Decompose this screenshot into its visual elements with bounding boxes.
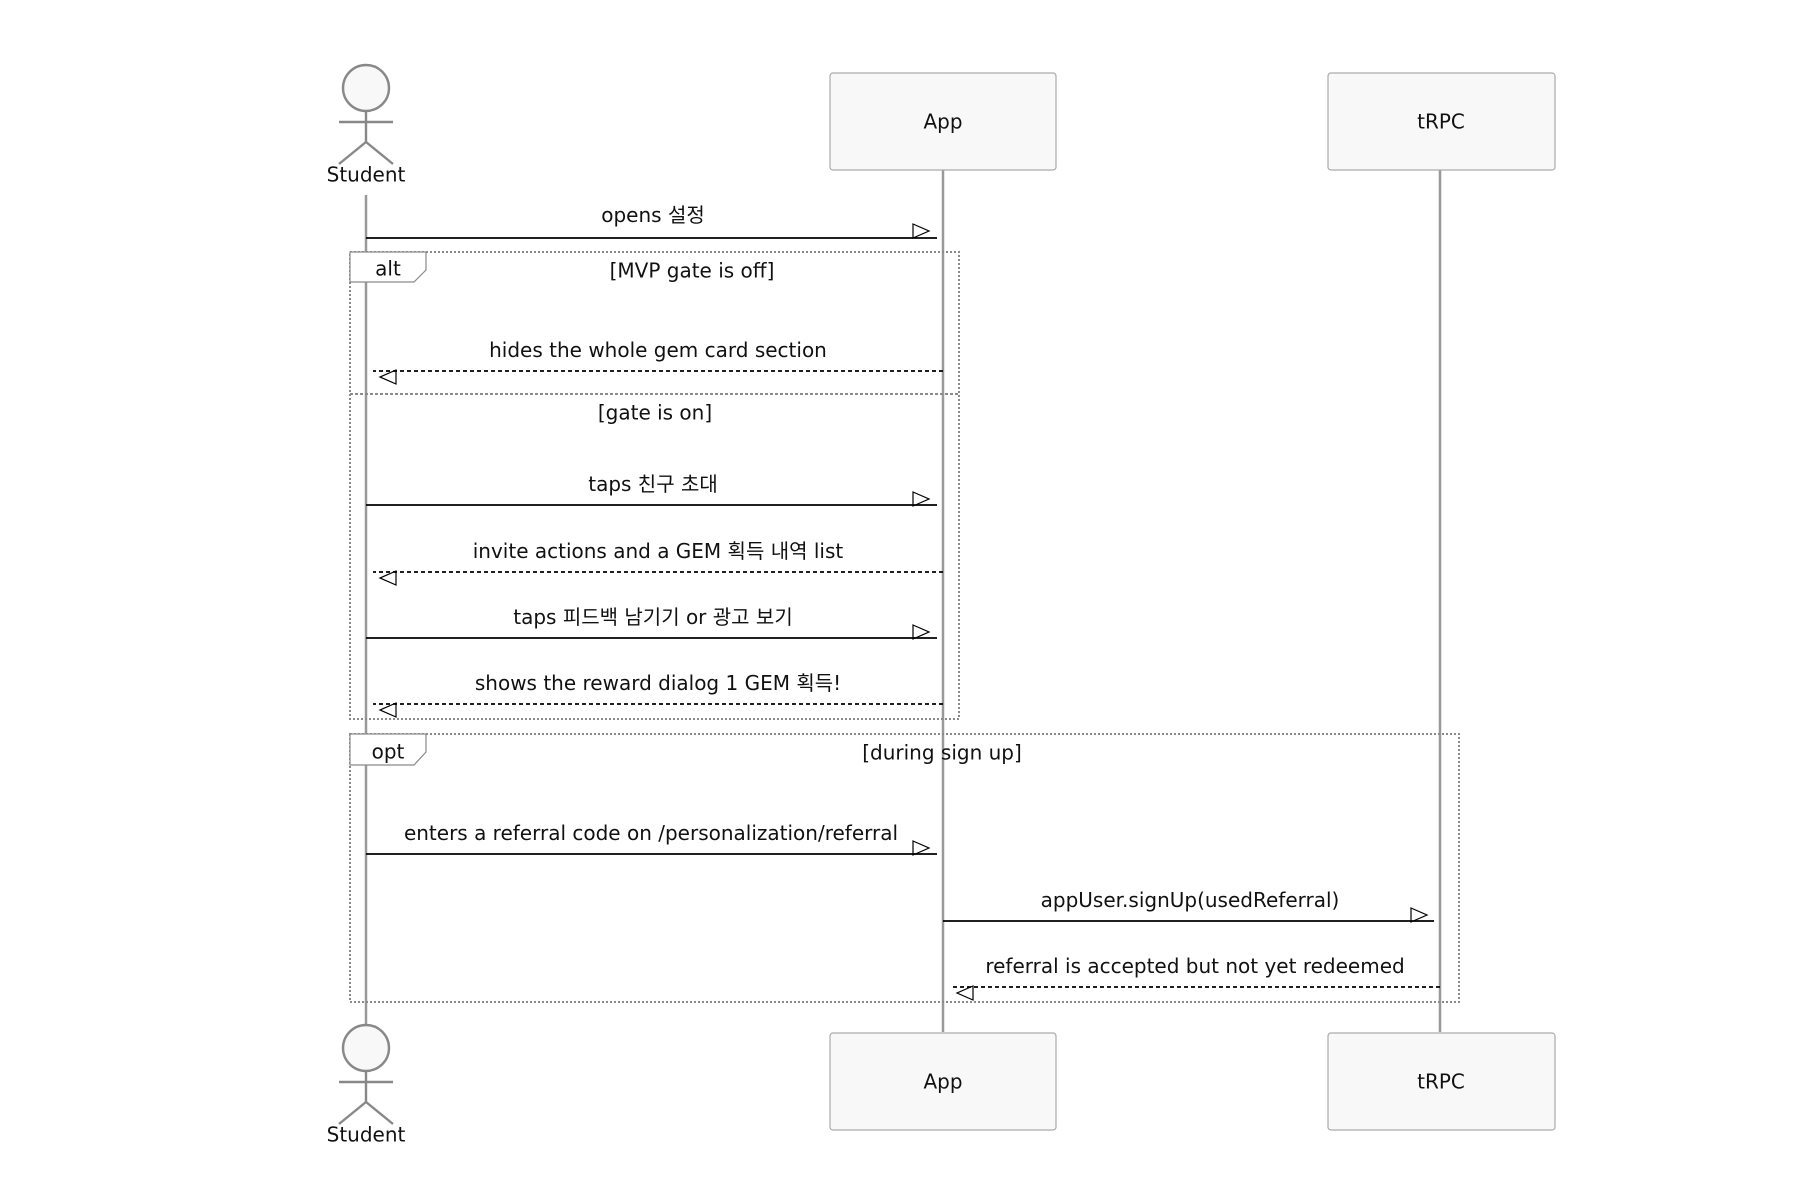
alt-condition-2: [gate is on] [598, 401, 712, 425]
participant-student-top-label: Student [327, 163, 406, 187]
participant-trpc-top-box [1327, 72, 1556, 171]
participant-trpc-bottom-box [1327, 1032, 1556, 1131]
message-label-m8: appUser.signUp(usedReferral) [1041, 888, 1340, 912]
participant-trpc-top: tRPC [1327, 72, 1556, 171]
participant-app-bottom-box [829, 1032, 1057, 1131]
message-label-m3: taps 친구 초대 [588, 472, 718, 496]
participant-app-top-box [829, 72, 1057, 171]
message-arrowhead-m3 [912, 491, 931, 507]
alt-operator-tab [349, 251, 427, 283]
participant-trpc-bottom: tRPC [1327, 1032, 1556, 1131]
participant-student-top: Student [327, 63, 406, 187]
participant-trpc-bottom-label: tRPC [1417, 1070, 1465, 1094]
message-arrowhead-m4 [378, 570, 397, 586]
participant-trpc-top-label: tRPC [1417, 110, 1465, 134]
message-label-m1: opens 설정 [601, 203, 705, 227]
participant-app-top-label: App [923, 110, 962, 134]
message-arrowhead-m5 [912, 624, 931, 640]
alt-fragment-frame [349, 251, 960, 720]
message-label-m9: referral is accepted but not yet redeeme… [985, 954, 1404, 978]
message-label-m5: taps 피드백 남기기 or 광고 보기 [513, 605, 792, 629]
student-actor-icon [338, 63, 394, 165]
opt-condition: [during sign up] [862, 741, 1022, 765]
message-label-m7: enters a referral code on /personalizati… [404, 821, 898, 845]
opt-operator-label: opt [372, 740, 405, 764]
messages: opens 설정 hides the whole gem card sectio… [366, 203, 1440, 1001]
alt-condition-1: [MVP gate is off] [610, 259, 775, 283]
alt-operator-label: alt [375, 257, 401, 281]
message-arrowhead-m9 [955, 985, 974, 1001]
participant-student-bottom: Student [327, 1023, 406, 1147]
message-arrowhead-m6 [378, 702, 397, 718]
participant-app-bottom-label: App [923, 1070, 962, 1094]
opt-operator-tab [349, 733, 427, 766]
opt-fragment-frame [349, 733, 1460, 1003]
message-label-m2: hides the whole gem card section [489, 338, 827, 362]
message-label-m4: invite actions and a GEM 획득 내역 list [473, 539, 844, 563]
message-arrowhead-m2 [378, 369, 397, 385]
participant-app-bottom: App [829, 1032, 1057, 1131]
participant-student-bottom-label: Student [327, 1123, 406, 1147]
participant-app-top: App [829, 72, 1057, 171]
student-actor-icon [338, 1023, 394, 1125]
alt-fragment: alt [MVP gate is off] [gate is on] [349, 251, 960, 720]
message-arrowhead-m8 [1410, 907, 1429, 923]
message-arrowhead-m7 [912, 840, 931, 856]
message-label-m6: shows the reward dialog 1 GEM 획득! [475, 671, 841, 695]
opt-fragment: opt [during sign up] [349, 733, 1460, 1003]
message-arrowhead-m1 [912, 223, 931, 239]
